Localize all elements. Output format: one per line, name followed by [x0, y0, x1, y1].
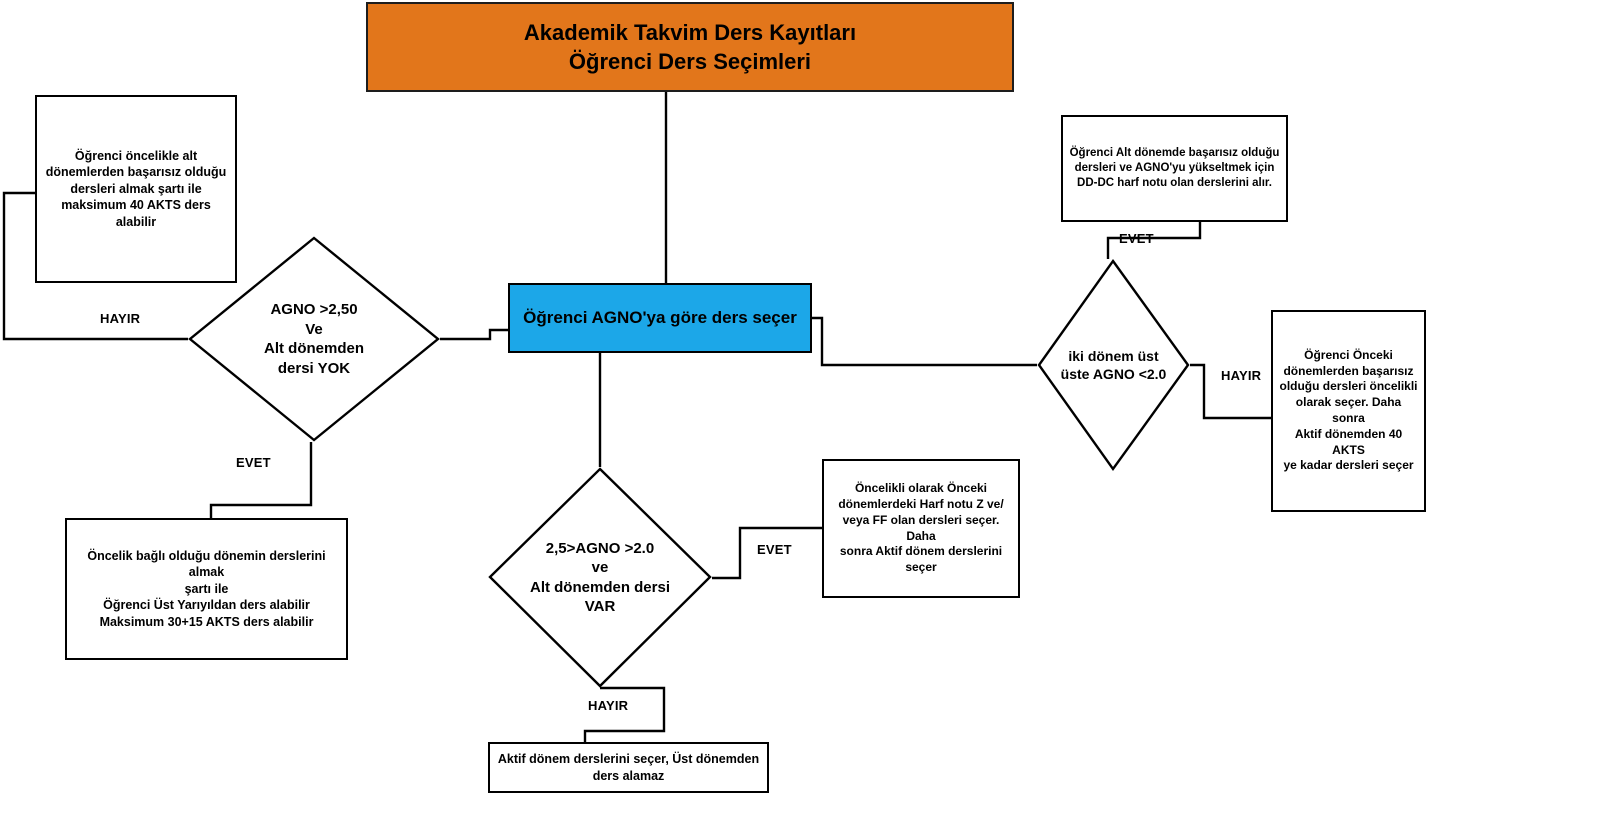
- edge-label-left-hayir: HAYIR: [100, 311, 141, 326]
- box-bottom-center: Aktif dönem derslerini seçer, Üst dönemd…: [488, 742, 769, 793]
- decision-left-shape: [188, 236, 440, 442]
- process-agno-selection: Öğrenci AGNO'ya göre ders seçer: [508, 283, 812, 353]
- decision-left-label: AGNO >2,50 Ve Alt dönemden dersi YOK: [264, 301, 364, 377]
- box-far-right: Öğrenci Önceki dönemlerden başarısız old…: [1271, 310, 1426, 512]
- box-mid-right: Öncelikli olarak Önceki dönemlerdeki Har…: [822, 459, 1020, 598]
- box-top-right: Öğrenci Alt dönemde başarısız olduğu der…: [1061, 115, 1288, 222]
- box-bottom-center-text: Aktif dönem derslerini seçer, Üst dönemd…: [497, 752, 760, 783]
- decision-bottom-center-shape: [488, 467, 712, 688]
- box-top-left: Öğrenci öncelikle alt dönemlerden başarı…: [35, 95, 237, 283]
- edge-process-to-right-diamond: [812, 316, 1037, 367]
- box-top-left-text: Öğrenci öncelikle alt dönemlerden başarı…: [45, 148, 227, 229]
- title-text: Akademik Takvim Ders Kayıtları Öğrenci D…: [523, 19, 857, 74]
- edge-left-diamond-evet: [209, 442, 313, 518]
- decision-right: iki dönem üst üste AGNO <2.0: [1037, 258, 1190, 472]
- decision-bottom-center: 2,5>AGNO >2.0 ve Alt dönemden dersi VAR: [488, 467, 712, 688]
- process-agno-label: Öğrenci AGNO'ya göre ders seçer: [523, 308, 797, 327]
- decision-left: AGNO >2,50 Ve Alt dönemden dersi YOK: [188, 236, 440, 442]
- decision-bottom-center-label: 2,5>AGNO >2.0 ve Alt dönemden dersi VAR: [529, 539, 671, 616]
- box-bottom-left: Öncelik bağlı olduğu dönemin derslerini …: [65, 518, 348, 660]
- decision-right-label: iki dönem üst üste AGNO <2.0: [1060, 347, 1167, 382]
- edge-label-left-evet: EVET: [236, 455, 271, 470]
- edge-process-to-left-diamond: [440, 328, 508, 341]
- box-far-right-text: Öğrenci Önceki dönemlerden başarısız old…: [1279, 347, 1418, 473]
- edge-label-bottom-hayir: HAYIR: [588, 698, 629, 713]
- box-mid-right-text: Öncelikli olarak Önceki dönemlerdeki Har…: [838, 481, 1004, 575]
- edge-label-right-evet: EVET: [1119, 231, 1154, 246]
- box-bottom-left-text: Öncelik bağlı olduğu dönemin derslerini …: [87, 548, 326, 629]
- edge-label-right-hayir: HAYIR: [1221, 368, 1262, 383]
- decision-right-shape: [1037, 258, 1190, 472]
- title-banner: Akademik Takvim Ders Kayıtları Öğrenci D…: [366, 2, 1014, 92]
- edge-label-bottom-evet: EVET: [757, 542, 792, 557]
- box-top-right-text: Öğrenci Alt dönemde başarısız olduğu der…: [1069, 146, 1280, 190]
- edge-bottom-diamond-hayir: [583, 686, 666, 742]
